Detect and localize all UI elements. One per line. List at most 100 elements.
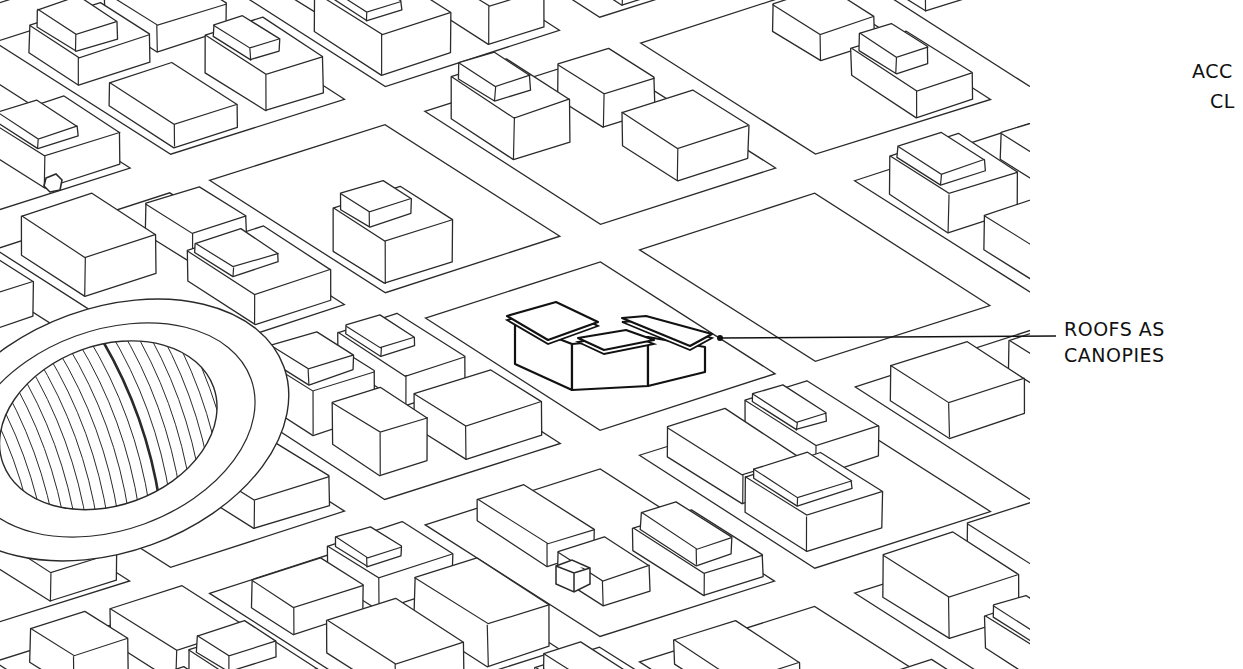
label-holder: CL: [1210, 88, 1240, 114]
building-box: [0, 0, 32, 6]
building-silhouette: [109, 63, 237, 148]
building-silhouette: [993, 596, 1030, 645]
building-edges: [753, 469, 852, 506]
building-silhouette: [341, 181, 412, 228]
building-silhouette: [0, 649, 4, 669]
dome-rib: [119, 323, 189, 495]
building-edges: [197, 635, 276, 669]
dome-rib: [15, 360, 85, 532]
building-silhouette: [674, 621, 800, 669]
leader-line: [720, 336, 1056, 338]
building-silhouette: [458, 52, 530, 101]
annotation-fragment: ACC: [1192, 58, 1240, 84]
dome-rib: [150, 311, 220, 483]
dome-rib: [109, 326, 179, 498]
site-props: [44, 174, 590, 592]
building-edges: [984, 215, 1030, 283]
stadium-stand: [0, 285, 285, 576]
roof-canopy: [622, 316, 712, 346]
building-silhouette: [0, 96, 120, 188]
building-edges: [328, 620, 464, 669]
building-silhouette: [327, 598, 464, 669]
building-box: [30, 611, 129, 669]
building-box: [213, 16, 280, 61]
dome-rib: [171, 304, 241, 476]
building-box: [322, 0, 402, 21]
dome-rib: [36, 353, 106, 525]
building-edges: [336, 537, 402, 568]
stadium-outer-ring: [0, 252, 326, 608]
dome-rib: [140, 315, 210, 487]
city-block-outline: [0, 56, 130, 224]
building-silhouette: [196, 621, 276, 669]
building-box: [752, 385, 826, 431]
building-silhouette: [754, 452, 852, 506]
dome-rib: [46, 349, 116, 521]
building-box: [897, 132, 985, 185]
building-box: [753, 452, 852, 506]
building-edges: [878, 0, 991, 12]
building-box: [21, 193, 156, 296]
building-box: [745, 452, 883, 551]
building-box: [335, 527, 401, 568]
building-edges: [213, 25, 279, 61]
building-edges: [341, 194, 411, 227]
roof-canopy: [507, 302, 598, 340]
label-holder: ACC: [1192, 58, 1240, 84]
building-silhouette: [30, 611, 129, 669]
building-box: [543, 642, 630, 669]
building-silhouette: [332, 387, 427, 475]
building-edges: [22, 216, 156, 297]
stadium-dome: [0, 312, 241, 539]
building-silhouette: [640, 502, 732, 566]
building-box: [0, 649, 4, 669]
dome-rib: [67, 341, 137, 513]
building-edges: [543, 653, 629, 669]
building-box: [458, 52, 530, 101]
building-box: [346, 315, 415, 357]
building-edges: [674, 640, 800, 669]
building-box: [327, 598, 464, 669]
building-silhouette: [0, 248, 33, 332]
building-silhouette: [323, 0, 402, 21]
building-silhouette: [346, 315, 415, 357]
building-box: [37, 0, 117, 52]
building-edges: [322, 0, 401, 21]
building-edges: [346, 326, 414, 356]
building-box: [414, 370, 542, 460]
building-silhouette: [859, 24, 928, 74]
stadium: [0, 252, 326, 608]
city-drawing: [0, 0, 1030, 669]
building-massing: [0, 0, 1030, 669]
building-box: [341, 181, 412, 228]
building-box: [119, 667, 246, 669]
building-silhouette: [752, 385, 826, 430]
building-box: [314, 0, 451, 75]
dome-rib: [181, 300, 251, 472]
building-silhouette: [314, 0, 451, 75]
annotation-fragment: CL: [1210, 88, 1240, 114]
building-box: [877, 0, 991, 12]
building-silhouette: [414, 370, 542, 459]
building-box: [984, 196, 1030, 284]
building-edges: [0, 112, 77, 149]
building-box: [109, 63, 237, 148]
building-box: [993, 596, 1030, 645]
building-edges: [459, 63, 531, 101]
building-silhouette: [984, 196, 1030, 283]
building-silhouette: [119, 667, 246, 669]
building-box: [195, 229, 279, 277]
building-edges: [753, 394, 826, 430]
building-edges: [414, 394, 541, 460]
city-block-outline: [855, 330, 1030, 499]
dome-ribs: [0, 300, 251, 547]
building-edges: [860, 33, 929, 74]
post-symbol: [44, 174, 62, 192]
building-silhouette: [195, 229, 278, 277]
canopy-building: [507, 302, 712, 390]
building-edges: [993, 606, 1030, 645]
callout-label: ROOFS AS CANOPIES: [1064, 316, 1204, 368]
building-box: [674, 621, 800, 669]
